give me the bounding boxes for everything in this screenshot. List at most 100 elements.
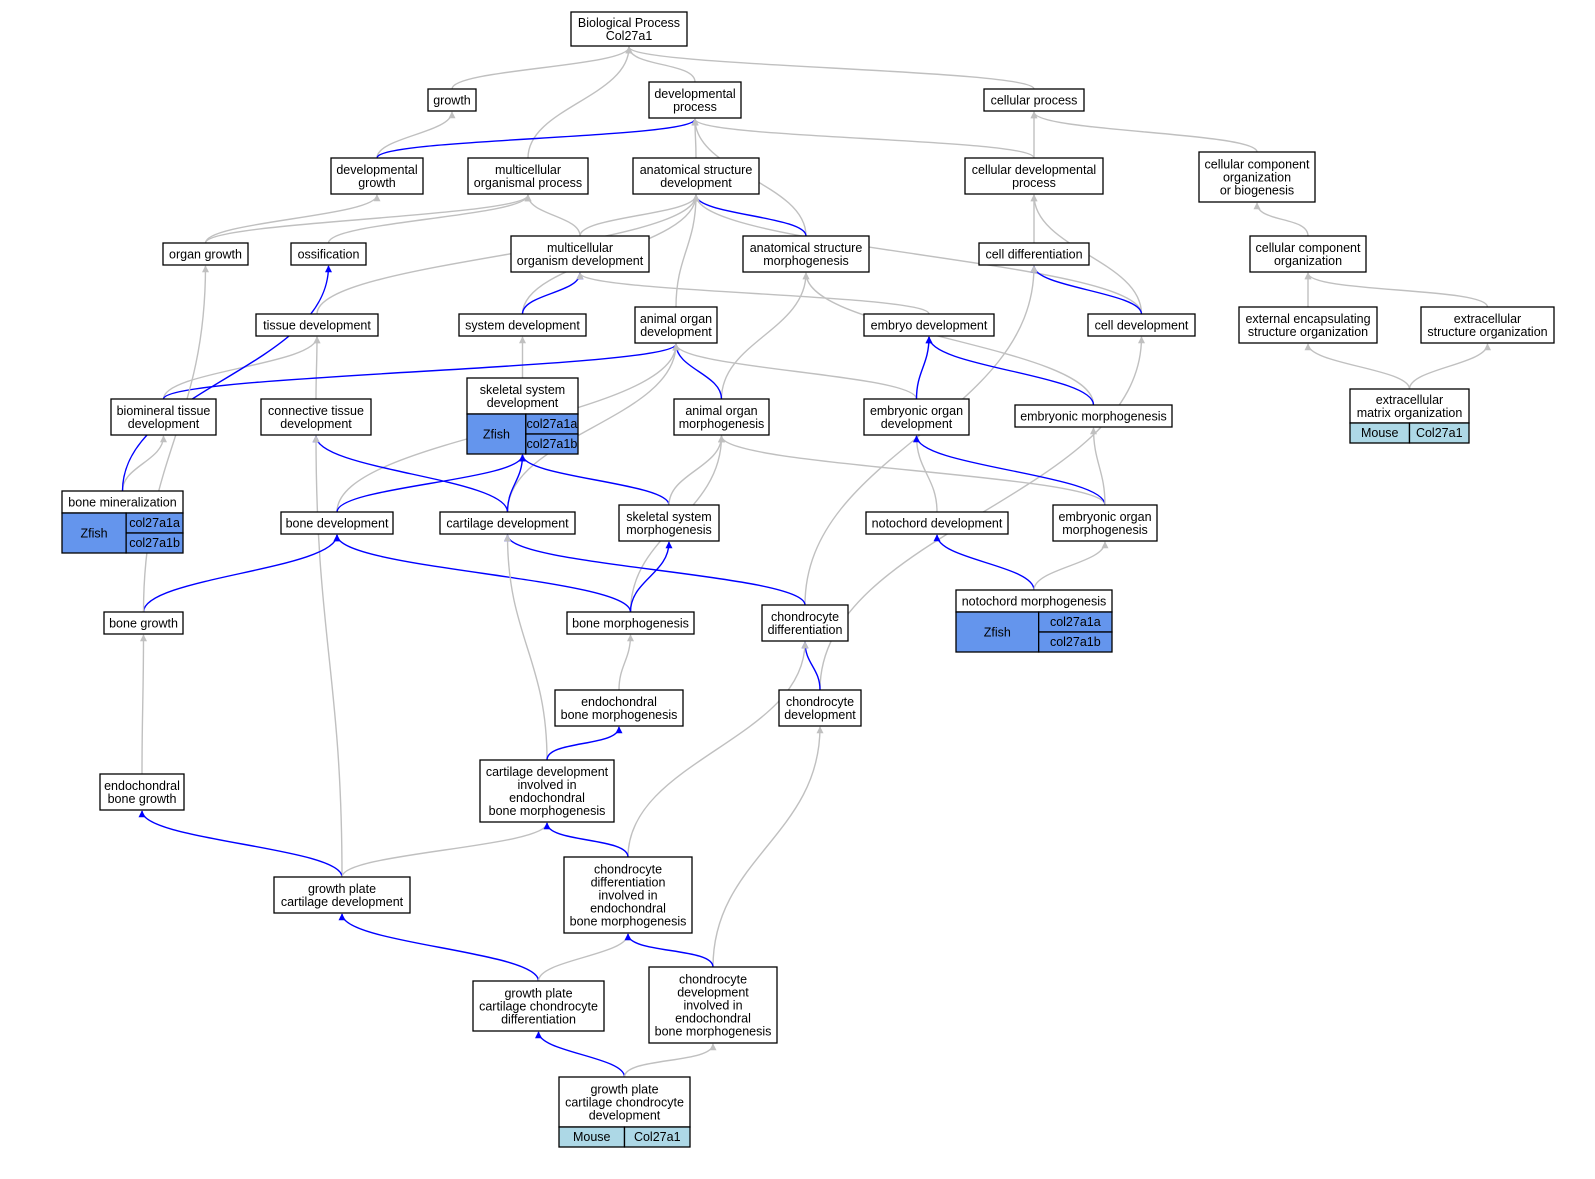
species-label: Mouse — [1361, 426, 1399, 440]
node-bonegrowth[interactable]: bone growth — [103, 611, 184, 635]
edge-bonegrowth-to-bonedev — [142, 534, 341, 613]
edge-notodev-to-emborgdev — [913, 435, 938, 513]
node-box — [99, 773, 185, 811]
node-bonemorph[interactable]: bone morphogenesis — [566, 611, 695, 635]
node-growth[interactable]: growth — [427, 88, 477, 112]
node-box — [479, 759, 615, 823]
node-label-line: Biological Process — [578, 16, 680, 30]
node-label-line: development — [640, 325, 712, 339]
node-label-line: developmental — [336, 163, 417, 177]
node-box — [510, 235, 650, 273]
node-label-line: anatomical structure — [640, 163, 753, 177]
gene-label: Col27a1 — [1416, 426, 1463, 440]
node-cellproc[interactable]: cellular process — [983, 88, 1085, 112]
node-label-line: embryo development — [871, 319, 988, 333]
node-tissuedev[interactable]: tissue development — [255, 313, 379, 337]
node-box — [964, 157, 1104, 195]
edge-endobonemorph-to-bonemorph — [618, 634, 634, 691]
edge-bonemorph-to-bonedev — [333, 534, 632, 613]
node-sysdev[interactable]: system development — [458, 313, 587, 337]
node-box — [761, 604, 849, 642]
node-label-line: or biogenesis — [1220, 184, 1294, 198]
edge-tissuedev-to-anatdev — [316, 194, 700, 315]
node-label-line: involved in — [598, 889, 657, 903]
edge-conntis-to-tissuedev — [313, 336, 321, 400]
node-label-line: cell differentiation — [985, 248, 1082, 262]
edge-celldev-to-celldiff — [1030, 265, 1143, 315]
node-embmorph[interactable]: embryonic morphogenesis — [1014, 404, 1173, 428]
node-label-line: bone morphogenesis — [570, 915, 687, 929]
node-label-line: growth — [358, 176, 396, 190]
node-embryodev[interactable]: embryo development — [863, 313, 995, 337]
node-label-line: development — [128, 417, 200, 431]
node-celldev[interactable]: cell development — [1087, 313, 1196, 337]
node-label-line: morphogenesis — [626, 523, 711, 537]
node-celldiff[interactable]: cell differentiation — [978, 242, 1090, 266]
edge-cartdevendo-to-cartdev — [504, 534, 548, 761]
node-ossif[interactable]: ossification — [290, 242, 367, 266]
node-label-line: cartilage development — [446, 517, 569, 531]
edge-cco-to-ccob — [1253, 202, 1309, 237]
node-label-line: notochord development — [872, 517, 1003, 531]
gene-annotation-table: Mouse Col27a1 — [1349, 422, 1470, 444]
node-label-line: extracellular — [1454, 312, 1521, 326]
node-label-line: animal organ — [640, 312, 712, 326]
node-box — [978, 242, 1090, 266]
node-bonedev[interactable]: bone development — [280, 511, 394, 535]
node-box — [260, 398, 372, 436]
node-label-line: organ growth — [169, 248, 242, 262]
node-cartdev[interactable]: cartilage development — [439, 511, 576, 535]
node-notodev[interactable]: notochord development — [865, 511, 1009, 535]
node-label-line: bone morphogenesis — [572, 617, 689, 631]
node-label-line: morphogenesis — [679, 417, 764, 431]
node-label-line: anatomical structure — [750, 241, 863, 255]
node-organgrowth[interactable]: organ growth — [162, 242, 249, 266]
node-skeldev[interactable]: skeletal systemdevelopmentZfishcol27a1ac… — [466, 377, 579, 455]
node-label-line: cartilage development — [281, 895, 404, 909]
node-label-line: growth — [433, 94, 471, 108]
edge-notomorph-to-emborgmorph — [1033, 541, 1109, 591]
edge-gpchondiff-to-chondiffendo — [537, 933, 632, 982]
node-label-line: ossification — [298, 248, 360, 262]
node-box — [466, 377, 579, 415]
edge-emborgmorph-to-emborgdev — [913, 435, 1106, 506]
node-label-line: system development — [465, 319, 580, 333]
edge-celldev-to-anatdev — [692, 194, 1143, 315]
node-label-line: differentiation — [501, 1013, 576, 1027]
edge-emborgdev-to-embryodev — [915, 336, 933, 400]
node-notomorph[interactable]: notochord morphogenesisZfishcol27a1acol2… — [955, 589, 1113, 653]
